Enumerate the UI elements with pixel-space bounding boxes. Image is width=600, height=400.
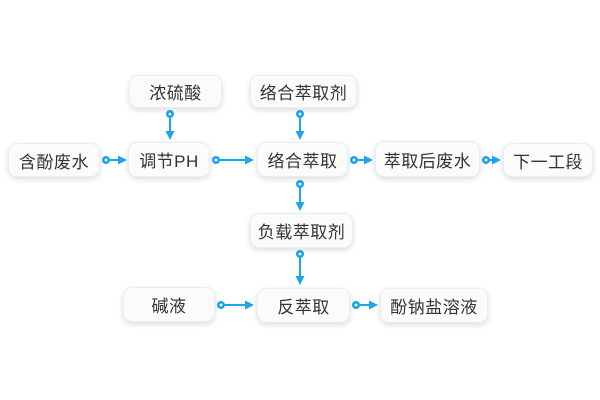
connector-post-extraction-wastewater-to-next-stage — [482, 155, 501, 165]
connector-start-dot-center — [104, 158, 108, 162]
connector-alkali-solution-to-back-extraction — [217, 300, 254, 310]
connector-start-dot-center — [214, 158, 218, 162]
connector-start-dot-icon — [296, 250, 304, 258]
connector-start-dot-center — [298, 112, 302, 116]
flow-node-next-stage: 下一工段 — [503, 143, 593, 177]
connector-start-dot-center — [484, 158, 488, 162]
connector-back-extraction-to-sodium-phenolate-solution — [352, 300, 378, 310]
arrowhead-icon — [492, 155, 501, 165]
flow-node-sodium-phenolate-solution: 酚钠盐溶液 — [380, 288, 488, 323]
connector-start-dot-icon — [350, 156, 358, 164]
flow-node-source-wastewater: 含酚废水 — [8, 143, 100, 177]
connector-start-dot-center — [298, 182, 302, 186]
connector-complex-extractant-to-complex-extraction — [295, 110, 305, 140]
arrowhead-icon — [165, 131, 175, 140]
arrowhead-icon — [295, 202, 305, 211]
flow-node-conc-sulfuric-acid: 浓硫酸 — [129, 75, 222, 108]
arrowhead-icon — [245, 155, 254, 165]
arrowhead-icon — [295, 131, 305, 140]
connector-start-dot-icon — [296, 180, 304, 188]
connector-start-dot-center — [354, 303, 358, 307]
connector-start-dot-center — [219, 303, 223, 307]
connector-start-dot-icon — [352, 301, 360, 309]
connector-start-dot-center — [298, 252, 302, 256]
flow-node-complex-extraction: 络合萃取 — [257, 142, 348, 177]
flow-node-back-extraction: 反萃取 — [257, 288, 350, 323]
flow-node-adjust-ph: 调节PH — [128, 142, 210, 177]
connector-start-dot-center — [352, 158, 356, 162]
flow-node-post-extraction-wastewater: 萃取后废水 — [375, 141, 480, 177]
arrowhead-icon — [295, 276, 305, 285]
connector-start-dot-icon — [217, 301, 225, 309]
connector-start-dot-icon — [212, 156, 220, 164]
arrowhead-icon — [118, 155, 127, 165]
connector-source-wastewater-to-adjust-ph — [102, 155, 127, 165]
connector-start-dot-icon — [482, 156, 490, 164]
connector-start-dot-icon — [296, 110, 304, 118]
connector-complex-extraction-to-loaded-extractant — [295, 180, 305, 211]
flow-node-alkali-solution: 碱液 — [123, 287, 215, 322]
arrowhead-icon — [369, 300, 378, 310]
connector-start-dot-icon — [102, 156, 110, 164]
flow-node-loaded-extractant: 负载萃取剂 — [250, 213, 353, 248]
connector-start-dot-center — [168, 112, 172, 116]
connector-complex-extraction-to-post-extraction-wastewater — [350, 155, 373, 165]
flow-node-complex-extractant: 络合萃取剂 — [250, 75, 357, 108]
connector-adjust-ph-to-complex-extraction — [212, 155, 254, 165]
connector-start-dot-icon — [166, 110, 174, 118]
connector-loaded-extractant-to-back-extraction — [295, 250, 305, 285]
arrowhead-icon — [245, 300, 254, 310]
connector-conc-sulfuric-acid-to-adjust-ph — [165, 110, 175, 140]
arrowhead-icon — [364, 155, 373, 165]
